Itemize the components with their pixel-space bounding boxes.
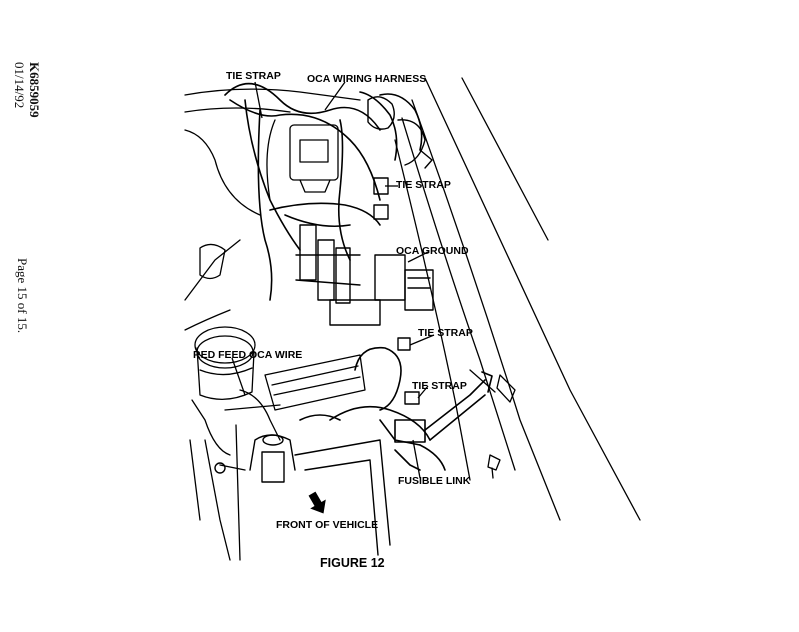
callout-front-of-vehicle: FRONT OF VEHICLE bbox=[276, 519, 378, 531]
fender-bracket bbox=[487, 374, 516, 479]
tie-strap-tabs bbox=[373, 177, 420, 405]
left-structure bbox=[184, 88, 361, 561]
callout-red-feed-oca-wire: RED FEED OCA WIRE bbox=[193, 349, 302, 361]
arrow-down-right-icon bbox=[308, 491, 326, 514]
valve-cover bbox=[224, 354, 366, 441]
callout-oca-ground: OCA GROUND bbox=[396, 245, 469, 257]
callout-tie-strap-2: TIE STRAP bbox=[396, 179, 451, 191]
callout-fusible-link: FUSIBLE LINK bbox=[398, 475, 471, 487]
leader-lines bbox=[231, 81, 435, 479]
figure-caption: FIGURE 12 bbox=[320, 556, 385, 570]
distributor bbox=[194, 243, 256, 400]
engine-bay-drawing bbox=[184, 77, 641, 561]
relay-block bbox=[266, 119, 339, 201]
lower-harness bbox=[299, 346, 493, 471]
callout-oca-wiring-harness: OCA WIRING HARNESS bbox=[307, 73, 426, 85]
battery bbox=[214, 434, 391, 556]
upper-hose bbox=[367, 96, 433, 169]
callout-tie-strap-3: TIE STRAP bbox=[418, 327, 473, 339]
connector-cluster bbox=[295, 224, 434, 326]
fender-edges bbox=[394, 77, 641, 521]
callout-tie-strap-4: TIE STRAP bbox=[412, 380, 467, 392]
callout-tie-strap-top: TIE STRAP bbox=[226, 70, 281, 82]
harness-wires bbox=[224, 82, 423, 301]
